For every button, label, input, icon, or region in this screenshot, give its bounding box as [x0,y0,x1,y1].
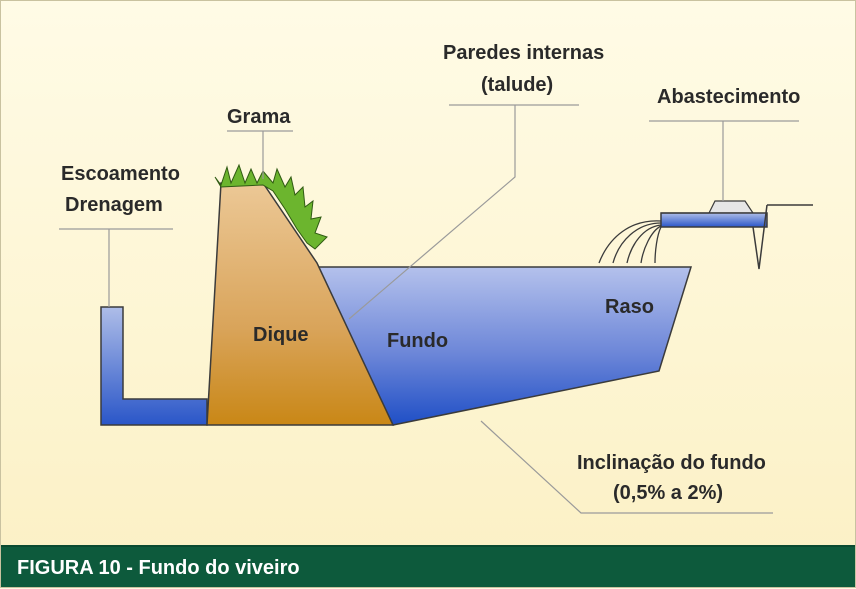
drain-pipe [100,306,208,426]
figure-caption: FIGURA 10 - Fundo do viveiro [1,545,855,587]
supply-outlet [708,200,755,214]
leader-lines [59,104,799,514]
label-abastecimento: Abastecimento [657,86,800,108]
water-jets [598,220,662,264]
label-dique: Dique [253,324,309,346]
label-raso: Raso [605,296,654,318]
label-escoamento: Escoamento [61,163,180,185]
label-grama: Grama [227,106,291,128]
ground-line [752,204,813,270]
pond-diagram: Escoamento Drenagem Grama Paredes intern… [59,42,813,514]
label-paredes-internas: Paredes internas [443,42,604,64]
grass-icon [214,163,328,250]
label-talude: (talude) [481,74,553,96]
label-inclinacao-range: (0,5% a 2%) [613,482,723,504]
label-drenagem: Drenagem [65,194,163,216]
label-fundo: Fundo [387,330,448,352]
supply-pipe [660,212,768,228]
label-inclinacao: Inclinação do fundo [577,452,766,474]
